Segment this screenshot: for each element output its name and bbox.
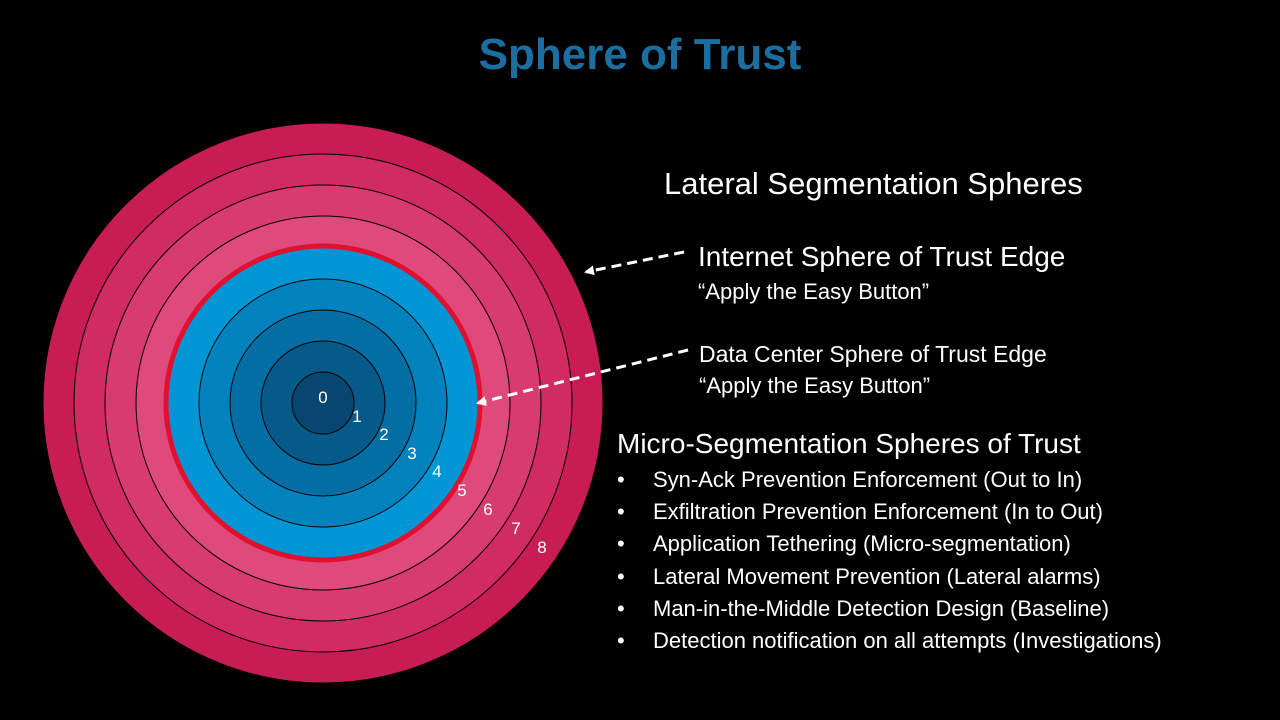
ring-label-3: 3: [407, 444, 416, 463]
list-item: • Syn-Ack Prevention Enforcement (Out to …: [617, 464, 1162, 496]
slide-title: Sphere of Trust: [478, 30, 802, 79]
bullet: •: [617, 627, 625, 653]
micro-segmentation-list: • Syn-Ack Prevention Enforcement (Out to …: [617, 464, 1162, 657]
list-item: • Application Tethering (Micro-segmentati…: [617, 528, 1162, 560]
bullet: •: [617, 563, 625, 589]
ring-label-2: 2: [379, 425, 388, 444]
bullet: •: [617, 467, 625, 492]
internet-edge-arrow: [584, 250, 685, 276]
bullet: •: [617, 595, 625, 621]
internet-edge-title: Internet Sphere of Trust Edge: [698, 241, 1066, 272]
list-item-text: Application Tethering (Micro-segmentatio…: [653, 531, 1071, 557]
ring-label-8: 8: [537, 538, 546, 557]
list-item-text: Lateral Movement Prevention (Lateral ala…: [653, 563, 1101, 589]
data-center-edge-arrow: [476, 348, 689, 406]
data-center-edge-title: Data Center Sphere of Trust Edge: [699, 341, 1047, 367]
list-item-text: Syn-Ack Prevention Enforcement (Out to I…: [653, 467, 1083, 492]
bullet: •: [617, 531, 625, 557]
sphere-ring-0: [291, 371, 355, 435]
ring-label-6: 6: [483, 500, 492, 519]
list-item: • Exfiltration Prevention Enforcement (In…: [617, 496, 1162, 528]
data-center-edge-subtitle: “Apply the Easy Button”: [699, 373, 931, 398]
internet-edge-subtitle: “Apply the Easy Button”: [698, 279, 930, 304]
ring-label-0: 0: [318, 388, 327, 407]
ring-label-5: 5: [457, 481, 466, 500]
ring-label-7: 7: [511, 519, 520, 538]
ring-label-4: 4: [432, 462, 441, 481]
micro-segmentation-heading: Micro-Segmentation Spheres of Trust: [617, 428, 1081, 459]
list-item: • Detection notification on all attempts …: [617, 625, 1162, 657]
ring-label-1: 1: [352, 407, 361, 426]
bullet: •: [617, 499, 625, 525]
rings-group: [42, 122, 604, 684]
lateral-segmentation-heading: Lateral Segmentation Spheres: [664, 166, 1083, 201]
list-item-text: Exfiltration Prevention Enforcement (In …: [653, 499, 1103, 525]
list-item-text: Detection notification on all attempts (…: [653, 627, 1162, 653]
list-item-text: Man-in-the-Middle Detection Design (Base…: [653, 595, 1110, 621]
list-item: • Man-in-the-Middle Detection Design (Bas…: [617, 593, 1162, 625]
list-item: • Lateral Movement Prevention (Lateral al…: [617, 561, 1162, 593]
